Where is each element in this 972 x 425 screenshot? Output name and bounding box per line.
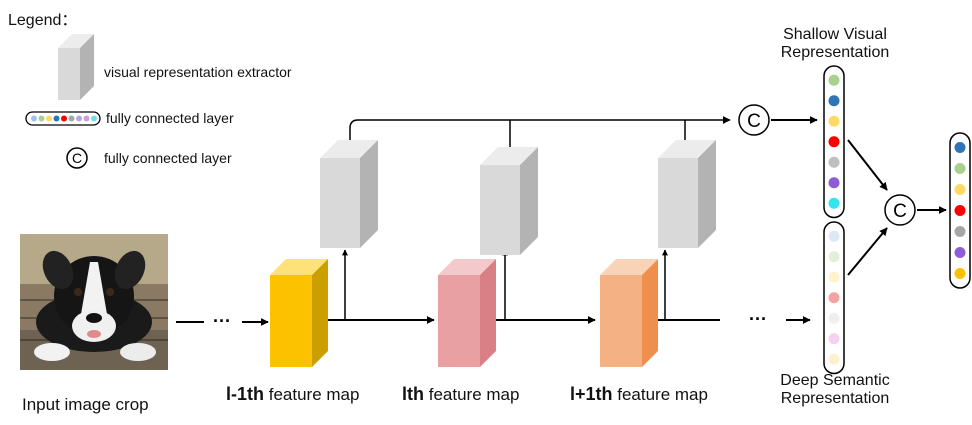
feature-map-2	[438, 259, 496, 367]
feature-map-suffix-2: feature map	[424, 385, 520, 404]
shallow-vector-unit	[828, 156, 840, 168]
shallow-vector-unit	[828, 197, 840, 209]
concat-node-2: C	[884, 194, 916, 226]
legend-fc-unit	[76, 115, 82, 122]
final-vector-unit	[954, 268, 966, 279]
feature-map-label-1: l-1th feature map	[226, 384, 359, 405]
legend-concat-icon: C	[66, 147, 88, 169]
shallow-vector-unit	[828, 95, 840, 107]
shallow-vector-unit	[828, 74, 840, 86]
legend-cube-top	[58, 34, 94, 48]
feature-map-3-side	[642, 259, 658, 367]
feature-map-label-2: lth feature map	[402, 384, 519, 405]
final-vector-unit	[954, 205, 966, 216]
legend-fc-unit	[91, 115, 97, 122]
legend-extractor-label: visual representation extractor	[104, 64, 292, 80]
extractor-2-front	[480, 165, 520, 255]
extractor-output-line	[349, 116, 731, 158]
extractor-1-side	[360, 140, 378, 248]
shallow-vector-unit	[828, 115, 840, 127]
feature-map-index-1: l-1th	[226, 384, 264, 404]
legend-title: Legend：	[8, 12, 78, 29]
legend-fc-unit	[83, 115, 90, 122]
arrow-shallow-to-concat2	[847, 139, 888, 191]
legend-concat-label: fully connected layer	[104, 150, 232, 166]
legend-fc-unit	[61, 115, 67, 122]
deep-vector-unit	[828, 353, 840, 365]
legend-extractor-icon	[58, 34, 94, 100]
feature-map-2-side	[480, 259, 496, 367]
extractor-1	[320, 140, 378, 248]
legend-cube-front	[58, 48, 80, 100]
shallow-vector-unit	[828, 136, 840, 148]
extractor-1-front	[320, 158, 360, 248]
extractor-3	[658, 140, 716, 248]
legend-fc-unit	[68, 115, 75, 122]
feature-map-1-front	[270, 275, 312, 367]
legend-fc-unit	[53, 115, 60, 122]
feature-map-3-top	[600, 259, 658, 275]
legend-cube-side	[80, 34, 94, 100]
shallow-visual-representation-label: Shallow Visual Representation	[780, 26, 890, 61]
extractor-2	[480, 147, 538, 255]
extractor-2-side	[520, 147, 538, 255]
extractor-1-top	[320, 140, 378, 158]
ellipsis-right: ···	[749, 309, 767, 329]
deep-vector-unit	[828, 271, 840, 283]
extractor-3-front	[658, 158, 698, 248]
legend-fc-label: fully connected layer	[106, 110, 234, 126]
concat-1-symbol: C	[747, 111, 761, 132]
deep-semantic-representation-label: Deep Semantic Representation	[780, 372, 890, 407]
feature-map-index-3: l+1th	[570, 384, 613, 404]
final-vector-unit	[954, 184, 966, 195]
feature-map-1-top	[270, 259, 328, 275]
input-image	[20, 234, 168, 370]
final-vector-unit	[954, 226, 966, 237]
feature-map-1	[270, 259, 328, 367]
shallow-vector	[823, 65, 845, 219]
deep-vector-unit	[828, 292, 840, 304]
deep-vector-unit	[828, 251, 840, 263]
feature-map-suffix-1: feature map	[264, 385, 360, 404]
concat-2-symbol: C	[893, 201, 907, 222]
ellipsis-left: ···	[213, 311, 231, 331]
concat-node-1: C	[738, 104, 770, 136]
extractor-3-side	[698, 140, 716, 248]
extractor-2-top	[480, 147, 538, 165]
legend-fc-unit	[46, 115, 52, 122]
feature-map-label-3: l+1th feature map	[570, 384, 708, 405]
feature-map-index-2: lth	[402, 384, 424, 404]
extractor-3-top	[658, 140, 716, 158]
feature-map-1-side	[312, 259, 328, 367]
legend-fc-unit	[38, 115, 45, 122]
deep-vector-unit	[828, 230, 840, 242]
deep-vector-unit	[828, 333, 840, 345]
deep-vector	[823, 221, 845, 375]
legend-fc-layer-icon	[25, 111, 101, 126]
shallow-vector-unit	[828, 177, 840, 189]
deep-vector-unit	[828, 312, 840, 324]
legend-fc-unit	[31, 115, 37, 122]
legend-concat-symbol: C	[72, 150, 82, 166]
feature-map-3	[600, 259, 658, 367]
final-vector-unit	[954, 247, 966, 258]
feature-map-3-front	[600, 275, 642, 367]
final-vector	[949, 132, 971, 289]
feature-map-2-front	[438, 275, 480, 367]
final-vector-unit	[954, 142, 966, 153]
legend-cube	[58, 34, 94, 100]
input-image-caption: Input image crop	[22, 395, 149, 414]
feature-map-suffix-3: feature map	[612, 385, 708, 404]
arrow-deep-to-concat2	[847, 227, 888, 276]
final-vector-unit	[954, 163, 966, 174]
feature-map-2-top	[438, 259, 496, 275]
